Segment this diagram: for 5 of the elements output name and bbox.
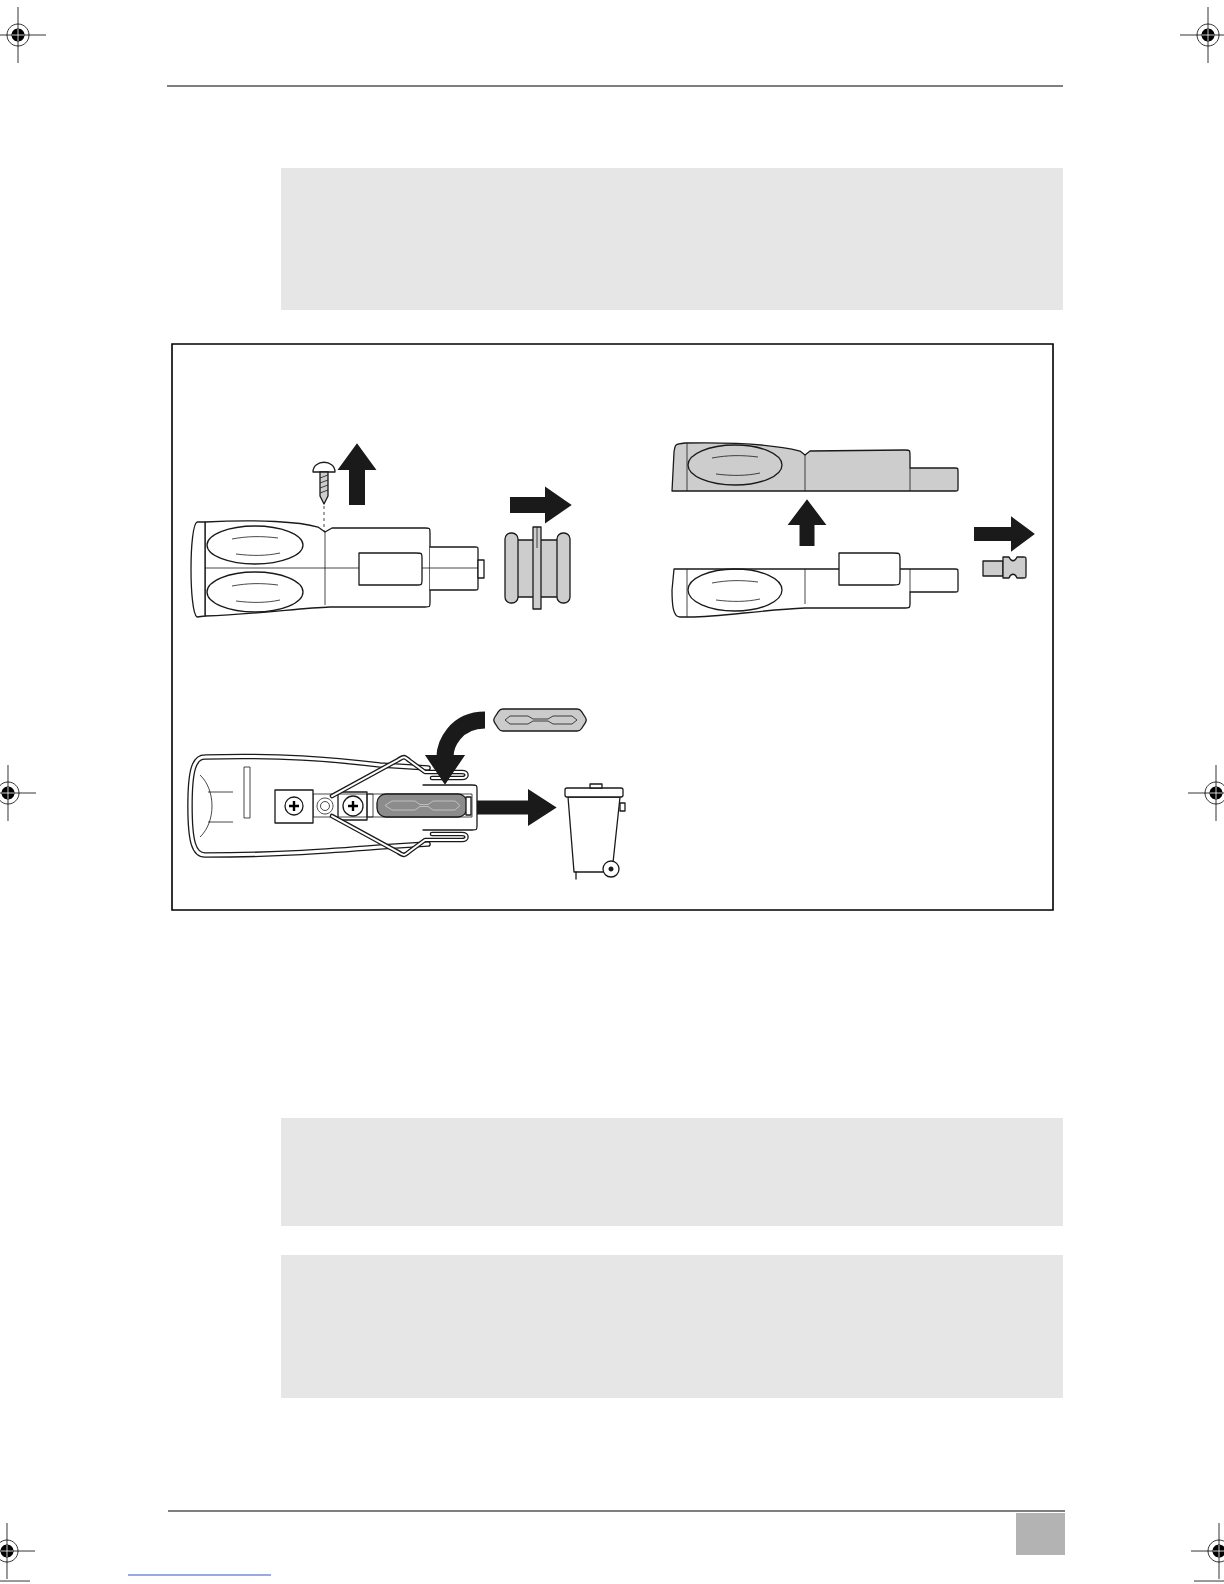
fuse-holder	[376, 784, 478, 831]
fuse	[493, 708, 587, 732]
housing-half	[671, 552, 959, 618]
trash-bin	[564, 783, 626, 880]
housing-half	[671, 442, 959, 492]
